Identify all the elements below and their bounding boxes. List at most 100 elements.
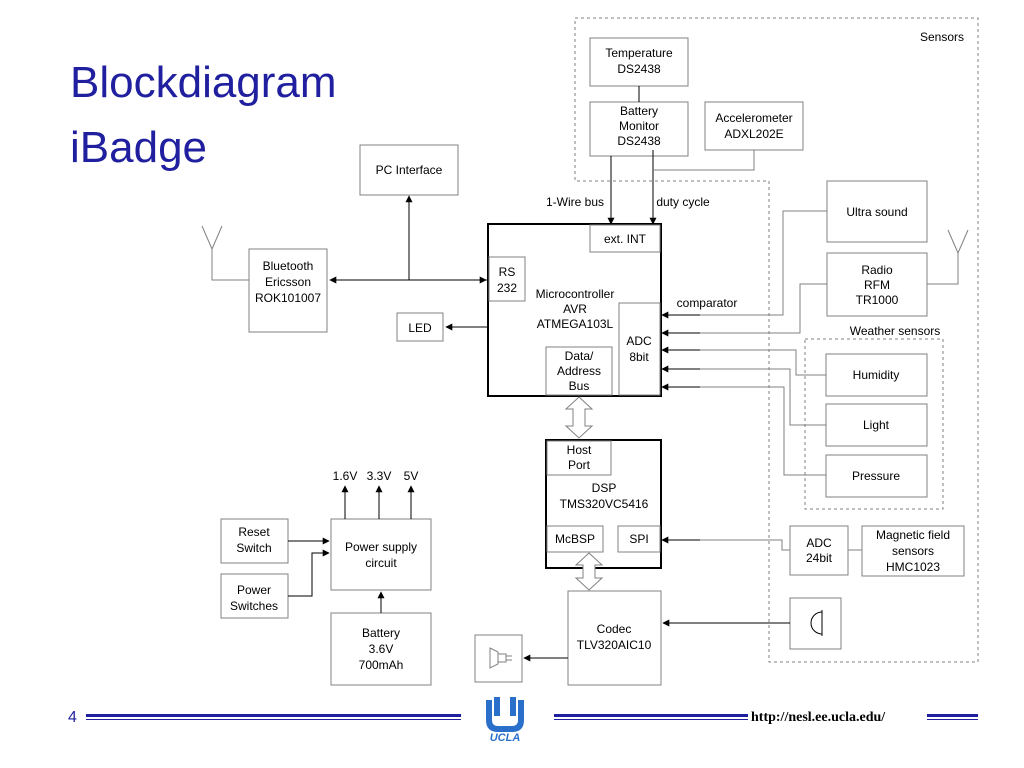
bluetooth-block — [248, 248, 328, 333]
footer-rule-left-thin — [86, 719, 461, 720]
accelerometer-label: Accelerometer — [715, 111, 792, 125]
adc-24bit-label: ADC — [806, 536, 832, 550]
dsp-part: TMS320VC5416 — [560, 497, 649, 511]
host-port-block — [546, 440, 612, 476]
duty-cycle-label: duty cycle — [656, 195, 710, 209]
speaker-icon — [489, 647, 512, 669]
data-bus-label-2: Address — [557, 364, 601, 378]
battery-monitor-part: DS2438 — [617, 134, 661, 148]
radio-label: Radio — [861, 263, 893, 277]
weather-sensors-label: Weather sensors — [850, 324, 941, 338]
temperature-block — [589, 37, 689, 87]
adc-8bit-block — [618, 302, 661, 396]
battery-block — [330, 612, 432, 686]
battery-monitor-label-1: Battery — [620, 104, 658, 118]
bluetooth-part: ROK101007 — [255, 291, 321, 305]
radio-antenna-wire — [927, 253, 959, 285]
accelerometer-duty-cycle-wire — [653, 150, 755, 171]
pressure-label: Pressure — [852, 469, 900, 483]
footer-rule-right — [927, 714, 978, 717]
voltage-3-3v-label: 3.3V — [367, 469, 392, 483]
pc-interface-block — [359, 144, 459, 196]
battery-monitor-label-2: Monitor — [619, 119, 659, 133]
microphone-icon — [810, 610, 823, 636]
sensors-label: Sensors — [920, 30, 964, 44]
battery-label: Battery — [362, 626, 400, 640]
ucla-logo-text: UCLA — [490, 732, 521, 744]
reset-switch-block — [220, 518, 289, 564]
power-switches-label: Switches — [230, 599, 278, 613]
ultrasound-wire — [662, 210, 827, 316]
footer-rule-middle-thin — [554, 719, 748, 720]
spi-block — [617, 525, 661, 553]
host-port-label-2: Port — [568, 458, 591, 472]
voltage-5v-label: 5V — [404, 469, 419, 483]
footer-rule-middle — [554, 714, 748, 717]
humidity-wire — [662, 349, 826, 376]
magnetic-sensors-block — [861, 525, 965, 577]
humidity-label: Humidity — [853, 368, 900, 382]
spi-label: SPI — [629, 532, 648, 546]
power-supply-label: Power supply — [345, 540, 417, 554]
adc-24bit-block — [789, 525, 849, 576]
reset-switch-label: Switch — [236, 541, 271, 555]
magnetic-part: HMC1023 — [886, 560, 940, 574]
sensors-region — [574, 17, 979, 663]
footer-url[interactable]: http://nesl.ee.ucla.edu/ — [751, 710, 886, 725]
led-label: LED — [408, 321, 432, 335]
ucla-logo: UCLA — [486, 697, 524, 744]
magnetic-sensors-label: sensors — [892, 544, 934, 558]
mcu-dsp-bus-arrow — [564, 396, 594, 439]
radio-wire — [662, 283, 827, 334]
adc-24bit-resolution: 24bit — [806, 551, 833, 565]
weather-sensors-region — [804, 338, 944, 510]
power-switches-block — [220, 573, 289, 619]
ext-int-block — [589, 224, 661, 253]
battery-monitor-block — [589, 101, 689, 157]
codec-part: TLV320AIC10 — [577, 638, 652, 652]
microcontroller-part: ATMEGA103L — [537, 317, 614, 331]
dsp-codec-bus-arrow — [574, 552, 604, 591]
rs232-label-2: 232 — [497, 281, 517, 295]
microcontroller-label: Microcontroller — [536, 287, 615, 301]
power-switches-to-psu-arrow — [288, 549, 330, 597]
magnetic-label: Magnetic field — [876, 528, 950, 542]
power-supply-block — [330, 518, 432, 591]
humidity-block — [825, 353, 928, 397]
power-label: Power — [237, 583, 271, 597]
data-bus-label-3: Bus — [569, 379, 590, 393]
battery-capacity: 700mAh — [359, 658, 404, 672]
bluetooth-label: Bluetooth — [263, 259, 314, 273]
reset-label: Reset — [238, 525, 270, 539]
radio-block — [826, 252, 928, 317]
temperature-part: DS2438 — [617, 62, 661, 76]
pc-interface-label: PC Interface — [376, 163, 443, 177]
radio-part: TR1000 — [856, 293, 899, 307]
bluetooth-vendor: Ericsson — [265, 275, 311, 289]
codec-label: Codec — [597, 622, 632, 636]
adc-8bit-label: ADC — [626, 334, 652, 348]
data-address-bus-block — [545, 346, 613, 396]
ultrasound-label: Ultra sound — [846, 205, 907, 219]
adc24-wire — [662, 539, 790, 551]
bluetooth-antenna-icon — [201, 225, 223, 251]
host-port-label-1: Host — [567, 443, 592, 457]
temperature-label: Temperature — [605, 46, 673, 60]
title-line-2: iBadge — [70, 123, 207, 172]
bluetooth-antenna-wire — [211, 249, 249, 281]
light-label: Light — [863, 418, 890, 432]
battery-voltage: 3.6V — [369, 642, 394, 656]
microphone-block — [789, 597, 842, 650]
microcontroller-family: AVR — [563, 302, 587, 316]
accelerometer-block — [704, 101, 804, 151]
light-block — [825, 403, 928, 447]
rs232-block — [488, 256, 526, 302]
radio-antenna-icon — [947, 229, 969, 255]
power-supply-circuit-label: circuit — [365, 556, 397, 570]
ultrasound-block — [826, 180, 928, 243]
one-wire-bus-label: 1-Wire bus — [546, 195, 604, 209]
comparator-label: comparator — [677, 296, 738, 310]
mcbsp-block — [546, 525, 604, 553]
rs232-label-1: RS — [499, 265, 516, 279]
